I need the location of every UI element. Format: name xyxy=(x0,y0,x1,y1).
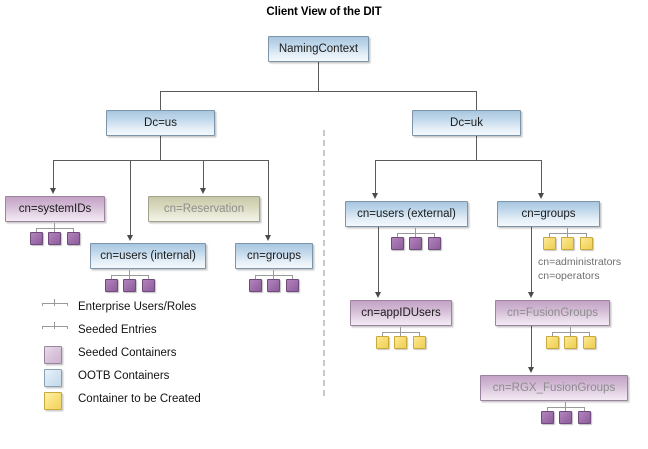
arrow-to-users-external xyxy=(371,193,378,199)
entries-purple-icon-rgx-fusiongroups xyxy=(540,402,592,424)
entries-yellow-icon-groups-uk xyxy=(542,228,594,250)
connector-dc-us-bus xyxy=(53,160,268,161)
node-dc-us[interactable]: Dc=us xyxy=(106,110,215,136)
connector-to-groups-us xyxy=(268,160,269,235)
entries-purple-icon-users-external xyxy=(390,228,442,250)
arrow-to-groups-us xyxy=(264,235,271,241)
node-cn-groups-us[interactable]: cn=groups xyxy=(235,243,313,269)
connector-to-dc-uk xyxy=(476,91,477,110)
connector-to-fusiongroups xyxy=(531,227,532,292)
node-cn-fusiongroups[interactable]: cn=FusionGroups xyxy=(495,300,610,326)
entries-yellow-icon-fusiongroups xyxy=(545,327,597,349)
legend-label: Seeded Entries xyxy=(78,324,157,336)
connector-to-reservation xyxy=(203,160,204,188)
connector-to-rgx-fusiongroups xyxy=(531,326,532,367)
region-divider xyxy=(323,130,325,396)
legend-item-enterprise-users: Enterprise Users/Roles xyxy=(24,298,254,321)
connector-dc-us-stem xyxy=(160,134,161,160)
ootb-container-swatch xyxy=(44,369,62,387)
arrow-to-groups-uk xyxy=(537,193,544,199)
legend-label: Container to be Created xyxy=(78,393,201,405)
connector-to-appidusers xyxy=(378,227,379,292)
connector-to-groups-uk xyxy=(541,160,542,193)
legend-label: Seeded Containers xyxy=(78,347,177,359)
node-dc-uk[interactable]: Dc=uk xyxy=(412,110,521,136)
node-cn-rgx-fusiongroups[interactable]: cn=RGX_FusionGroups xyxy=(480,375,628,401)
node-cn-systemids[interactable]: cn=systemIDs xyxy=(5,196,105,222)
entries-purple-icon-systemids xyxy=(29,223,81,245)
legend-item-ootb-containers: OOTB Containers xyxy=(24,367,254,390)
page-title: Client View of the DIT xyxy=(266,6,382,18)
annotation-administrators: cn=administrators xyxy=(538,256,622,268)
entries-yellow-icon-appidusers xyxy=(375,327,427,349)
entries-purple-icon xyxy=(37,299,73,319)
connector-dc-uk-stem xyxy=(476,134,477,160)
arrow-to-users-internal xyxy=(126,235,133,241)
legend-item-seeded-containers: Seeded Containers xyxy=(24,344,254,367)
legend-item-seeded-entries: Seeded Entries xyxy=(24,321,254,344)
connector-dc-uk-bus xyxy=(375,160,541,161)
arrow-to-rgx-fusiongroups xyxy=(527,367,534,373)
arrow-to-systemids xyxy=(49,188,56,194)
node-cn-reservation[interactable]: cn=Reservation xyxy=(148,196,260,222)
seeded-container-swatch xyxy=(44,346,62,364)
legend: Enterprise Users/Roles Seeded Entries Se… xyxy=(24,298,254,413)
connector-namingcontext-stem xyxy=(318,62,319,91)
node-cn-appidusers[interactable]: cn=appIDUsers xyxy=(350,300,452,326)
connector-to-systemids xyxy=(53,160,54,188)
legend-label: OOTB Containers xyxy=(78,370,170,382)
connector-to-users-external xyxy=(375,160,376,193)
legend-item-container-to-be-created: Container to be Created xyxy=(24,390,254,413)
arrow-to-appidusers xyxy=(374,292,381,298)
created-container-swatch xyxy=(44,392,62,410)
connector-to-dc-us xyxy=(160,91,161,110)
node-cn-users-external[interactable]: cn=users (external) xyxy=(345,201,468,227)
connector-root-bus xyxy=(160,91,476,92)
arrow-to-reservation xyxy=(199,188,206,194)
annotation-operators: cn=operators xyxy=(538,270,600,282)
entries-purple-icon-groups-us xyxy=(248,270,300,292)
entries-yellow-icon xyxy=(37,322,73,342)
connector-to-users-internal xyxy=(130,160,131,235)
arrow-to-fusiongroups xyxy=(527,292,534,298)
entries-purple-icon-users-internal xyxy=(104,270,156,292)
node-cn-users-internal[interactable]: cn=users (internal) xyxy=(90,243,206,269)
legend-label: Enterprise Users/Roles xyxy=(78,301,197,313)
node-cn-groups-uk[interactable]: cn=groups xyxy=(497,201,600,227)
node-namingcontext[interactable]: NamingContext xyxy=(268,36,369,62)
